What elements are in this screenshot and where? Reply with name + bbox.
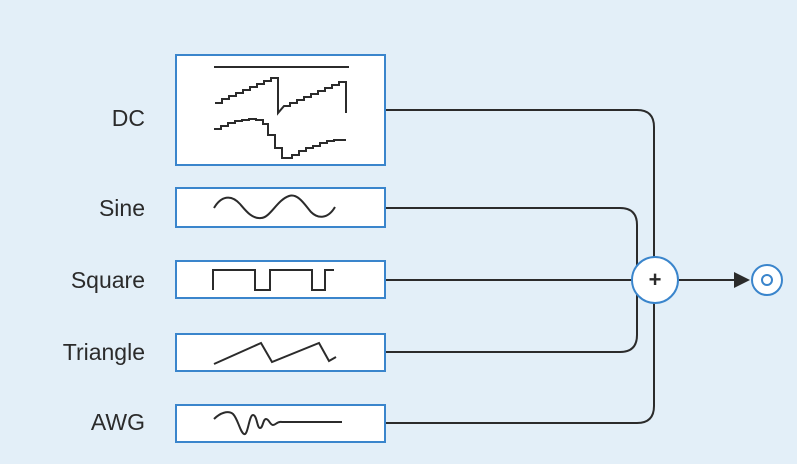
label-triangle: Triangle — [62, 339, 145, 365]
sine-wave-icon — [213, 194, 336, 220]
output-terminal-icon — [751, 264, 783, 296]
wire-sine — [385, 207, 638, 272]
waveform-box-awg — [175, 404, 386, 443]
connection-wires — [385, 109, 736, 424]
wire-dc — [385, 109, 655, 262]
wire-awg — [385, 299, 655, 424]
square-wave-icon — [212, 269, 334, 291]
summing-junction: + — [631, 256, 679, 304]
wire-triangle — [385, 290, 638, 353]
waveform-box-square — [175, 260, 386, 299]
output-arrow-icon — [734, 272, 750, 288]
waveform-box-sine — [175, 187, 386, 228]
arbitrary-waveform-icon — [213, 411, 342, 435]
label-sine: Sine — [98, 195, 145, 221]
summing-plus-symbol: + — [649, 267, 662, 292]
label-square: Square — [70, 267, 145, 293]
triangle-wave-icon — [213, 341, 337, 365]
waveform-box-dc — [175, 54, 386, 166]
label-dc: DC — [111, 105, 145, 131]
label-awg: AWG — [90, 409, 145, 435]
staircase-waveform-icon — [214, 66, 349, 159]
waveform-box-triangle — [175, 333, 386, 372]
